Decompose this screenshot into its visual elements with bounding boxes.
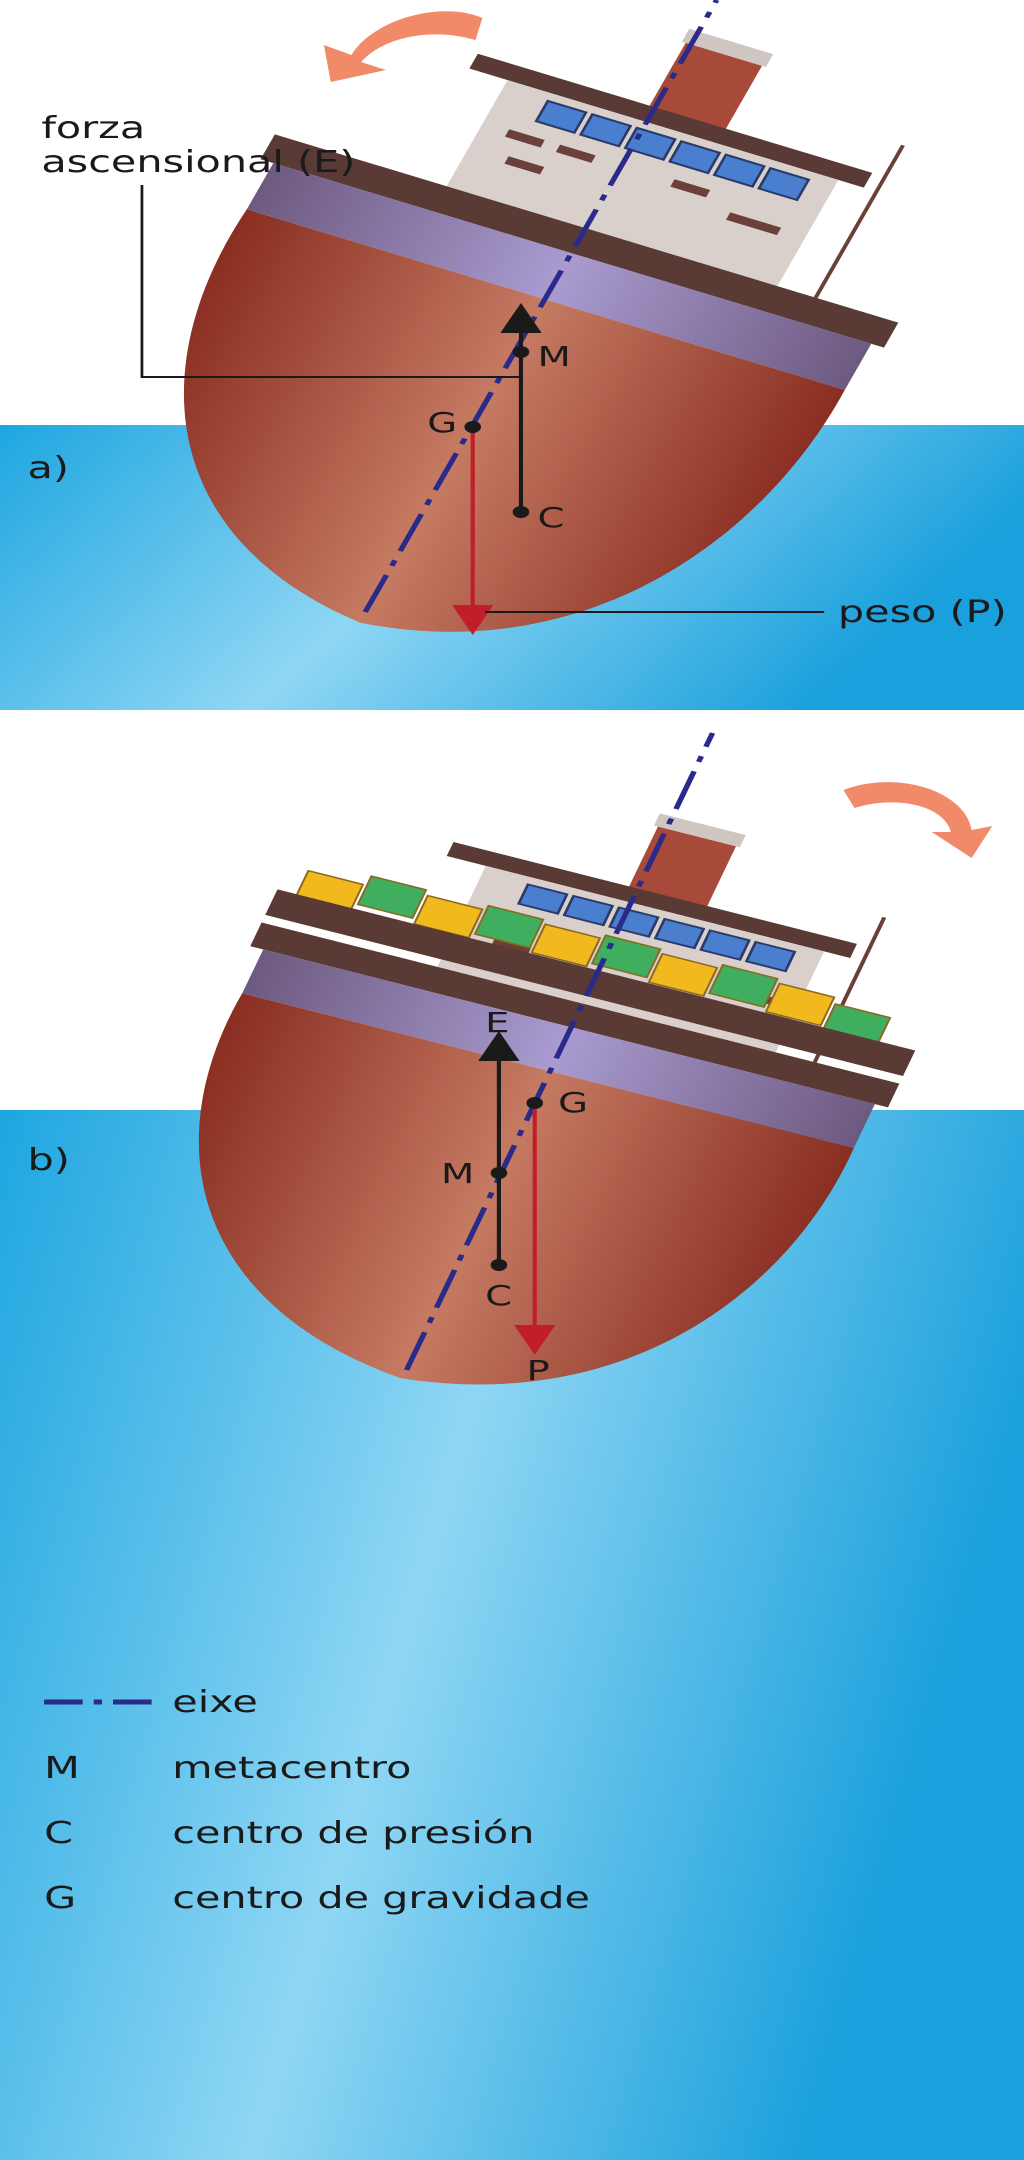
- legend-c-label: centro de presión: [172, 1815, 534, 1851]
- panel-b-tag: b): [28, 1142, 70, 1178]
- legend-m-label: metacentro: [172, 1750, 411, 1786]
- legend-c-symbol: C: [44, 1815, 73, 1851]
- point-c-a: C: [537, 501, 564, 533]
- force-label-2: ascensional (E): [41, 144, 355, 180]
- point-e-b: E: [485, 1006, 509, 1038]
- point-p-b: P: [526, 1354, 549, 1386]
- legend-g-label: centro de gravidade: [172, 1880, 590, 1916]
- rotation-arrow-left-icon: [323, 11, 483, 82]
- weight-label: peso (P): [838, 594, 1007, 630]
- panel-a-tag: a): [28, 450, 69, 486]
- force-callout-line: [140, 185, 521, 378]
- legend-axis-label: eixe: [172, 1684, 258, 1720]
- axis-b: [403, 732, 716, 1371]
- point-m-b: M: [441, 1157, 474, 1189]
- point-g-b: G: [558, 1086, 588, 1118]
- point-m-a: M: [537, 340, 570, 372]
- rotation-arrow-right-icon: [843, 782, 993, 858]
- legend-m-symbol: M: [44, 1750, 80, 1786]
- force-label-1: forza: [41, 110, 145, 146]
- legend-g-symbol: G: [44, 1880, 76, 1916]
- point-c-b: C: [485, 1279, 512, 1311]
- point-g-a: G: [427, 406, 457, 438]
